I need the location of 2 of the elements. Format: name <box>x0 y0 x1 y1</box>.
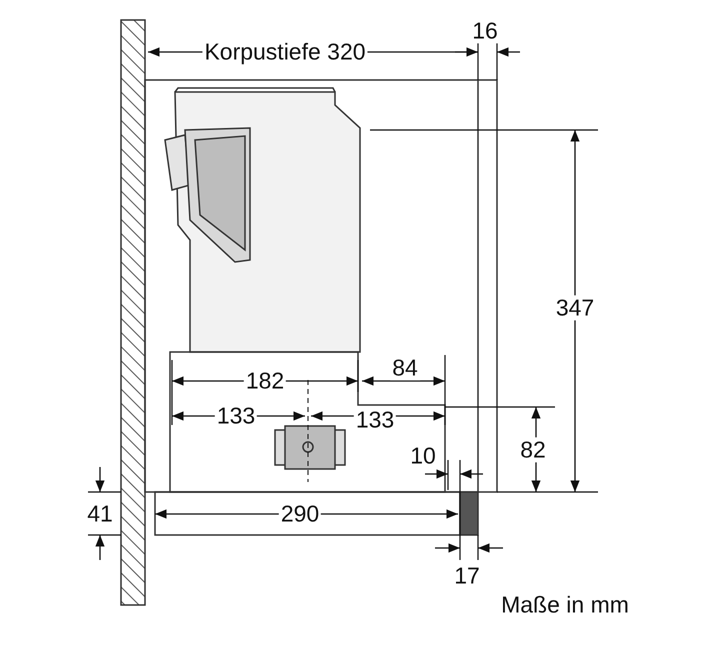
dimension-label: 347 <box>554 295 596 321</box>
dimension-label: 82 <box>518 437 548 463</box>
